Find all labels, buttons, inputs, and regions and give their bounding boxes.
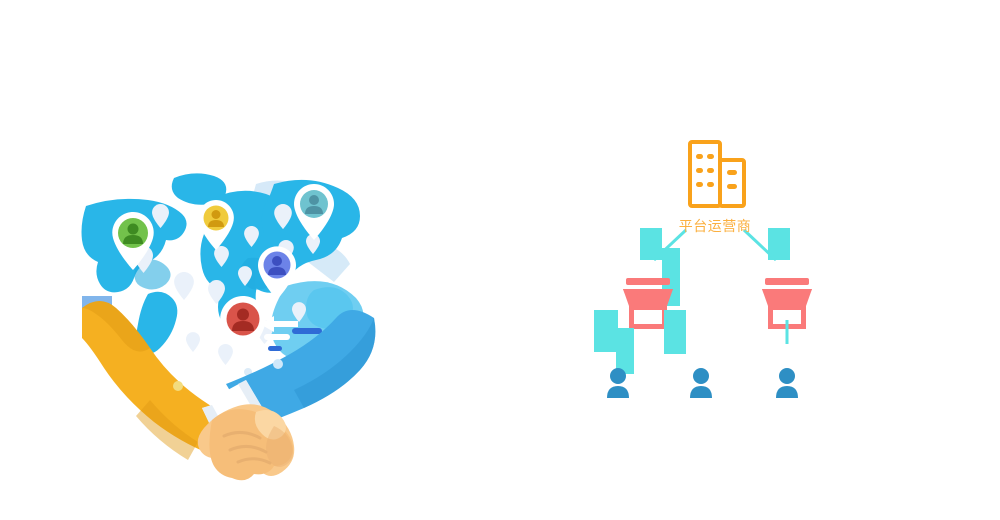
map-arrow-glyphs (244, 316, 322, 376)
person-icon (690, 368, 712, 398)
connector-line (742, 228, 778, 262)
white-pin (218, 344, 233, 365)
clasped-hands (197, 404, 295, 481)
pin-red[interactable] (220, 296, 266, 360)
platform-operator-diagram: 平台运营商 (580, 130, 850, 410)
global-partnership-illustration (78, 168, 378, 481)
pin-teal[interactable] (294, 184, 334, 240)
storefront-icon (623, 278, 673, 329)
customer-3[interactable] (776, 368, 798, 398)
sleeve-button (273, 359, 283, 369)
connector-block (664, 310, 686, 354)
connector-merchants-to-customers (594, 310, 789, 374)
person-icon (607, 368, 629, 398)
hierarchy-svg (594, 140, 812, 398)
user-location-pins (112, 184, 334, 360)
connector-line (612, 325, 630, 345)
customer-1[interactable] (607, 368, 629, 398)
connector-line (652, 228, 688, 262)
person-icon (776, 368, 798, 398)
white-pin (186, 332, 200, 352)
platform-operator-label: 平台运营商 (678, 219, 752, 235)
merchant-left[interactable] (623, 278, 673, 329)
handshake-map-svg (81, 173, 376, 481)
customer-2[interactable] (690, 368, 712, 398)
white-pin (174, 272, 194, 300)
connector-block (594, 310, 618, 352)
building-icon[interactable] (688, 140, 746, 208)
connector-block (616, 328, 634, 374)
pin-yellow[interactable] (198, 200, 234, 250)
pin-green[interactable] (112, 212, 154, 270)
handshake-group (82, 296, 376, 481)
connector-line (664, 325, 678, 345)
pin-blue[interactable] (258, 246, 296, 300)
connector-block (640, 228, 662, 260)
connector-block (768, 228, 790, 260)
sleeve-button (173, 381, 183, 391)
